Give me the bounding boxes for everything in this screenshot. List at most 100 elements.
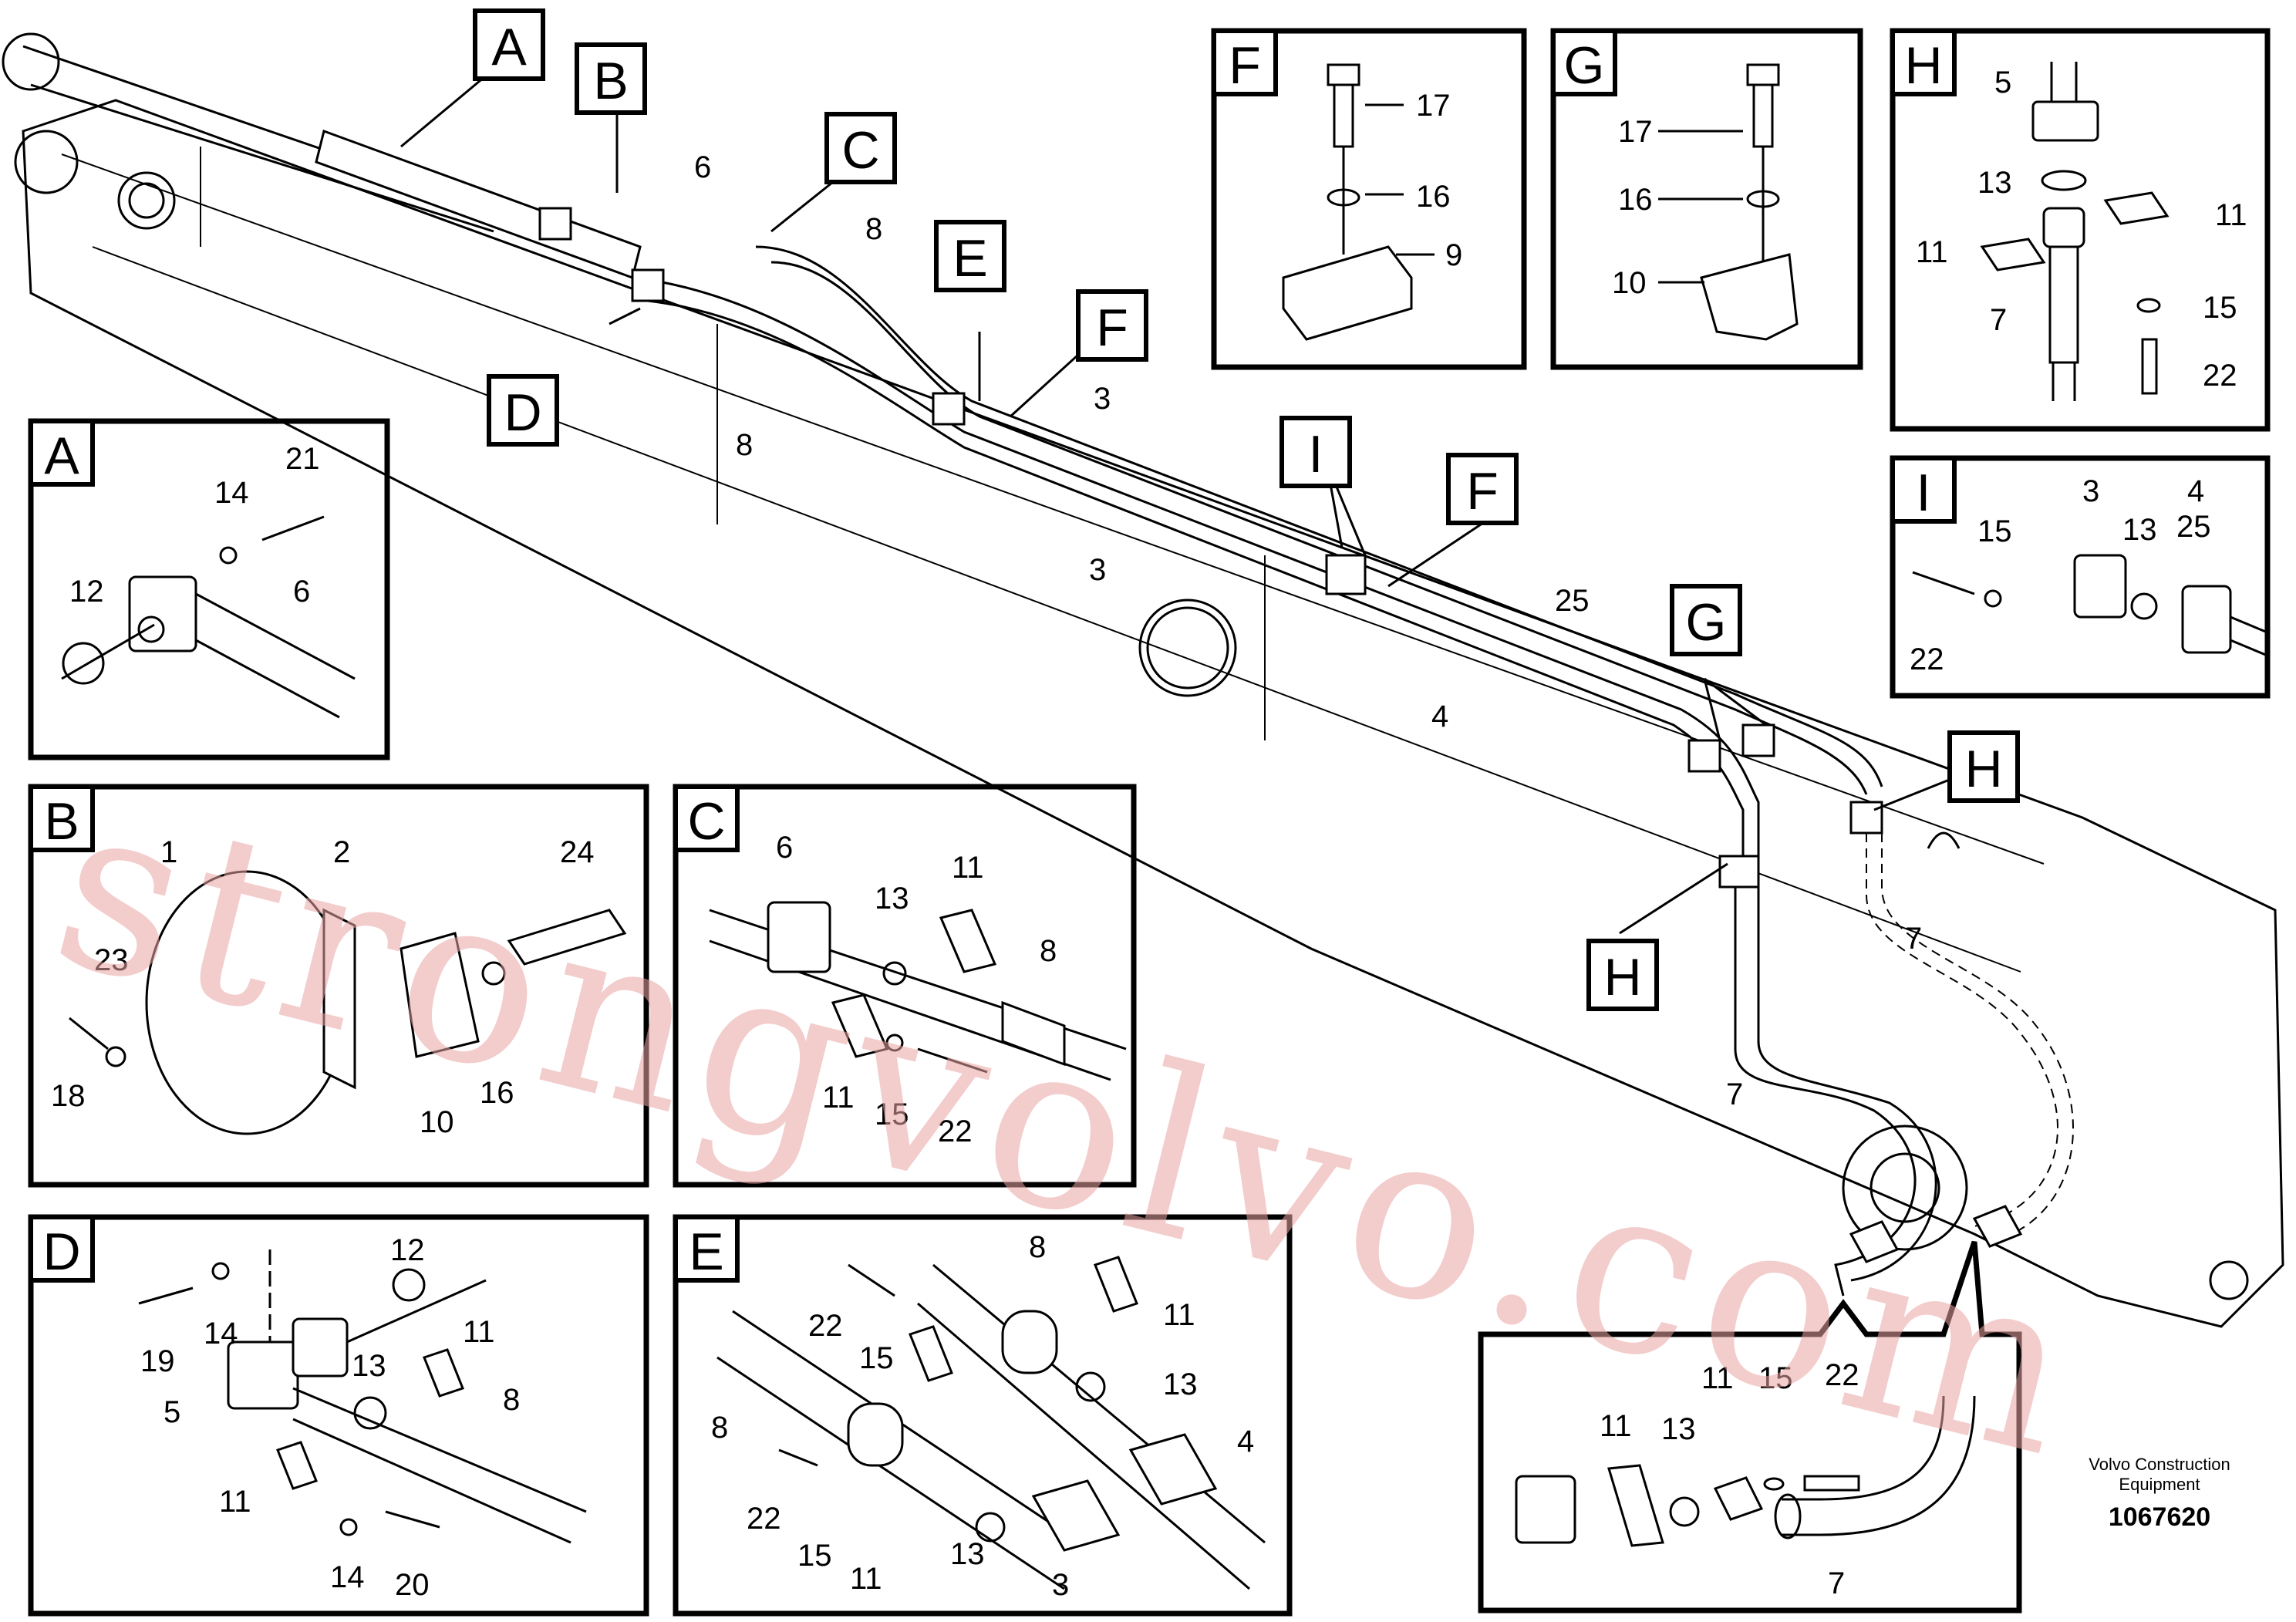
detail-A-tag: A — [44, 427, 79, 485]
detail-C-callout-15: 15 — [875, 1098, 909, 1131]
detail-E-callout-8-upper: 8 — [1029, 1230, 1046, 1264]
main-tag-G: G — [1686, 593, 1727, 652]
detail-E-callout-15-upper: 15 — [859, 1341, 894, 1375]
detail-C-callout-11-lower: 11 — [822, 1081, 855, 1114]
detail-D-callout-11-upper: 11 — [463, 1315, 495, 1349]
detail-E-callout-15-lower: 15 — [797, 1539, 832, 1573]
detail-E-callout-13-upper: 13 — [1163, 1367, 1198, 1401]
main-callout-7-right: 7 — [1905, 922, 1922, 956]
main-tag-D: D — [504, 383, 541, 442]
detail-H: H 5 13 11 11 15 7 22 — [1890, 28, 2271, 432]
detail-C-callout-22: 22 — [938, 1114, 973, 1148]
document-number: 1067620 — [2109, 1502, 2210, 1532]
detail-E-tag: E — [689, 1222, 723, 1281]
detail-C-callout-11-upper: 11 — [952, 851, 984, 885]
main-tag-H-right: H — [1964, 740, 2002, 798]
credit-line-2: Equipment — [2119, 1475, 2200, 1494]
detail-H-callout-11-right: 11 — [2215, 198, 2247, 232]
detail-E-callout-22-lower: 22 — [747, 1502, 781, 1536]
detail-F-callout-9: 9 — [1445, 238, 1462, 272]
main-callout-3-lower: 3 — [1089, 553, 1106, 587]
detail-A-callout-12: 12 — [69, 575, 104, 609]
detail-B-callout-24: 24 — [560, 835, 595, 869]
detail-E-callout-22-upper: 22 — [808, 1309, 843, 1343]
detail-I-callout-22: 22 — [1910, 642, 1944, 676]
detail-G-tag: G — [1564, 36, 1605, 95]
detail-F-callout-16: 16 — [1416, 180, 1451, 214]
watermark: strongvolvo.com — [33, 748, 2106, 1510]
detail-D-callout-14-lower: 14 — [330, 1560, 365, 1594]
detail-G: G 17 16 10 — [1550, 28, 1863, 370]
detail-C-callout-6: 6 — [776, 831, 793, 865]
detail-E-callout-11-lower: 11 — [850, 1562, 882, 1596]
detail-D-callout-8: 8 — [503, 1383, 520, 1417]
bottom-callout-11-upper: 11 — [1701, 1361, 1734, 1395]
main-tag-E: E — [952, 229, 987, 288]
detail-E-callout-8-lower: 8 — [711, 1411, 728, 1445]
bottom-callout-15: 15 — [1758, 1361, 1793, 1395]
detail-E-callout-3: 3 — [1052, 1568, 1069, 1602]
detail-B-callout-2: 2 — [333, 835, 350, 869]
detail-B-callout-1: 1 — [160, 835, 177, 869]
detail-H-callout-13: 13 — [1977, 166, 2012, 200]
detail-I-tag: I — [1917, 464, 1931, 522]
detail-F: F 17 16 9 — [1211, 28, 1527, 370]
detail-I-callout-3: 3 — [2082, 474, 2099, 508]
main-tag-F-lower: F — [1466, 462, 1499, 521]
detail-H-callout-7: 7 — [1990, 303, 2007, 337]
main-boom-view: A B C D E F I F G H H 6 8 8 3 3 25 4 7 7 — [2, 8, 2284, 1328]
detail-D-callout-12: 12 — [390, 1233, 425, 1267]
detail-I-callout-13: 13 — [2122, 513, 2157, 547]
main-tag-H-lower: H — [1603, 948, 1641, 1007]
detail-B-tag: B — [44, 792, 79, 851]
detail-A-callout-14: 14 — [214, 476, 249, 510]
detail-D-callout-13: 13 — [352, 1349, 386, 1383]
detail-H-callout-15: 15 — [2203, 291, 2237, 325]
detail-B-callout-10: 10 — [420, 1105, 454, 1139]
detail-D-callout-11-lower: 11 — [219, 1485, 251, 1519]
detail-E-callout-13-lower: 13 — [950, 1537, 985, 1571]
main-callout-8-upper: 8 — [865, 212, 882, 246]
detail-E-callout-4: 4 — [1237, 1425, 1254, 1458]
detail-A-callout-21: 21 — [285, 442, 320, 476]
detail-I-callout-15: 15 — [1977, 514, 2012, 548]
detail-C-callout-8: 8 — [1040, 934, 1057, 968]
bottom-callout-22: 22 — [1825, 1358, 1859, 1392]
detail-B-callout-23: 23 — [94, 943, 129, 977]
main-callout-8-lower: 8 — [736, 428, 753, 462]
detail-E: E 8 22 15 11 13 8 4 22 15 11 13 3 — [673, 1214, 1293, 1617]
main-callout-6: 6 — [694, 150, 711, 184]
main-tag-I: I — [1309, 425, 1323, 484]
detail-B-callout-18: 18 — [51, 1079, 86, 1113]
detail-cylinder-connection: 11 15 22 11 13 7 — [1478, 1240, 2022, 1614]
main-tag-C: C — [841, 121, 879, 180]
detail-F-tag: F — [1229, 36, 1261, 95]
detail-B: B 1 2 24 23 18 10 16 — [28, 784, 649, 1188]
detail-I-callout-4: 4 — [2187, 474, 2204, 508]
main-tag-B: B — [593, 52, 628, 110]
main-callout-4: 4 — [1431, 700, 1448, 733]
detail-H-callout-22: 22 — [2203, 359, 2237, 393]
detail-D-tag: D — [42, 1222, 80, 1281]
detail-D-callout-5: 5 — [164, 1395, 180, 1429]
main-callout-25: 25 — [1555, 584, 1590, 618]
detail-I-callout-25: 25 — [2176, 510, 2211, 544]
detail-D: D 12 11 19 14 13 5 8 11 14 20 — [28, 1214, 649, 1617]
detail-D-callout-14-upper: 14 — [204, 1317, 238, 1351]
bottom-callout-11-lower: 11 — [1600, 1409, 1632, 1443]
detail-G-callout-16: 16 — [1618, 183, 1653, 217]
detail-E-callout-11-upper: 11 — [1163, 1298, 1195, 1332]
detail-C-tag: C — [687, 792, 725, 851]
detail-D-callout-20: 20 — [395, 1568, 430, 1602]
detail-C-callout-13: 13 — [875, 882, 909, 916]
bottom-callout-7: 7 — [1828, 1566, 1845, 1600]
detail-D-callout-19: 19 — [140, 1344, 175, 1378]
main-callout-3-upper: 3 — [1094, 382, 1111, 416]
main-callout-7-lower: 7 — [1726, 1077, 1743, 1111]
detail-C: C 6 13 11 8 11 15 22 — [673, 784, 1137, 1188]
detail-G-callout-17: 17 — [1618, 115, 1653, 149]
credit-block: Volvo Construction Equipment 1067620 — [2089, 1455, 2230, 1532]
detail-B-callout-16: 16 — [480, 1076, 514, 1110]
detail-G-callout-10: 10 — [1612, 266, 1647, 300]
